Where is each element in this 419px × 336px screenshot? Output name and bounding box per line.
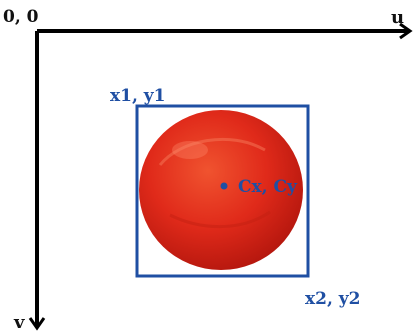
v-axis-label: v (13, 312, 25, 333)
top-left-corner-label: x1, y1 (110, 86, 166, 106)
tomato-image (139, 110, 303, 270)
origin-label: 0, 0 (3, 7, 39, 27)
bounding-box (135, 104, 310, 278)
center-label: Cx, Cy (238, 177, 298, 197)
v-axis-arrowhead (28, 317, 46, 331)
bottom-right-corner-label: x2, y2 (305, 289, 361, 309)
u-axis-label: u (391, 7, 404, 28)
u-axis-arrowhead (399, 22, 413, 40)
center-point (220, 182, 228, 190)
